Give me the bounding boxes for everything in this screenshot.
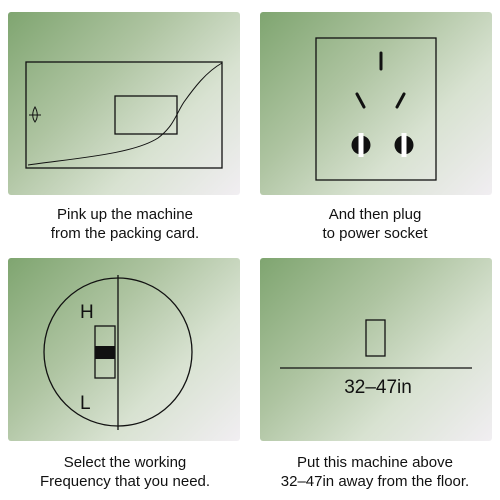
step-1-caption-line-2: from the packing card. (50, 225, 200, 242)
step-2-caption: And then plug to power socket (250, 205, 500, 243)
card-fold-curve (27, 62, 223, 166)
distance-label: 32–47in (344, 377, 412, 398)
step-4-caption-line-2: 32–47in away from the floor. (280, 473, 470, 490)
socket-faceplate (315, 37, 437, 181)
frequency-switch-illustration-panel: H L (8, 258, 240, 441)
step-3-caption-line-2: Frequency that you need. (39, 473, 211, 490)
card-slot-icon (29, 106, 41, 123)
step-4-caption: Put this machine above 32–47in away from… (250, 453, 500, 491)
packing-card-drawing (25, 61, 223, 169)
mounting-height-illustration-panel: 32–47in (260, 258, 492, 441)
machine-outline-icon (365, 319, 386, 357)
mounting-height-drawing: 32–47in (280, 319, 472, 398)
step-2-caption-line-2: to power socket (322, 225, 428, 242)
power-socket-drawing (315, 37, 437, 181)
packing-card-illustration-panel (8, 12, 240, 195)
switch-slider-knob (95, 346, 115, 359)
power-socket-illustration-panel (260, 12, 492, 195)
step-1-caption-line-1: Pink up the machine (57, 206, 193, 223)
step-2-caption-line-1: And then plug (328, 206, 422, 223)
step-3-caption-line-1: Select the working (63, 454, 187, 471)
three-pin-holes-icon (355, 51, 406, 109)
switch-high-label: H (80, 302, 94, 323)
switch-low-label: L (80, 393, 91, 414)
step-1-caption: Pink up the machine from the packing car… (0, 205, 250, 243)
two-pin-holes-icon (351, 133, 414, 157)
step-4-caption-line-1: Put this machine above (297, 454, 453, 471)
packing-card-outline (25, 61, 223, 169)
step-3-caption: Select the working Frequency that you ne… (0, 453, 250, 491)
frequency-switch-drawing: H L (43, 275, 193, 430)
